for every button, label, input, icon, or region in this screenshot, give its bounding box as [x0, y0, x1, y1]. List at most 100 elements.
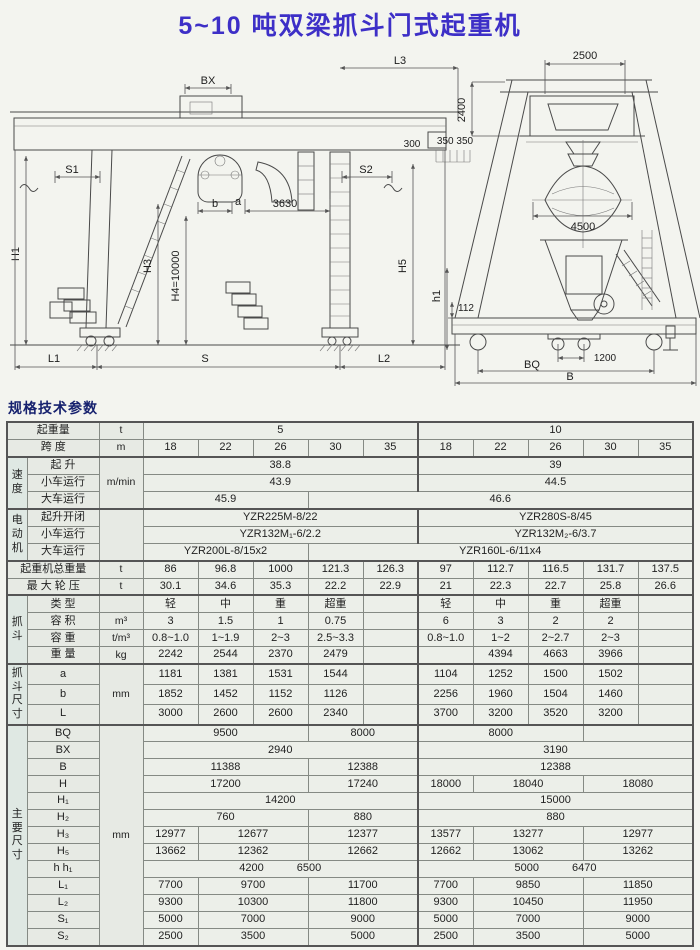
- value-cell: 22.9: [362, 577, 419, 596]
- unit-cell: m: [98, 438, 144, 458]
- value-cell: 轻: [417, 594, 474, 614]
- value-cell: 12662: [417, 843, 474, 861]
- value-cell: 2256: [417, 684, 474, 705]
- row-group-label: 主要尺寸: [6, 723, 28, 947]
- unit-cell: m/min: [98, 455, 144, 510]
- value-cell: 4663: [527, 646, 584, 665]
- dim-label-h3: H3: [142, 259, 154, 273]
- row-group-label: 电动机: [6, 507, 28, 562]
- side-view-dimensions: 2500 2400 4500 112 1200 BQ B: [448, 50, 697, 386]
- value-cell: 26: [527, 438, 584, 458]
- value-cell: [362, 703, 419, 726]
- value-cell: 1~2: [472, 629, 529, 648]
- value-cell: 2~2.7: [527, 629, 584, 648]
- unit-cell: mm: [98, 723, 144, 947]
- value-cell: YZR200L-8/15x2: [142, 542, 309, 562]
- value-cell: 2.5~3.3: [307, 629, 364, 648]
- dim-label-h5: H5: [397, 259, 409, 273]
- unit-cell: t: [98, 559, 144, 579]
- value-cell: 2242: [142, 646, 199, 665]
- value-cell: 3500: [197, 927, 309, 947]
- row-label: 小车运行: [26, 525, 100, 544]
- value-cell: 1381: [197, 663, 254, 686]
- value-cell: 5000: [142, 910, 199, 929]
- value-cell: 11800: [307, 893, 419, 912]
- dim-label-350: 350 350: [437, 136, 474, 147]
- row-label: H₂: [26, 809, 100, 828]
- value-cell: 14200: [142, 792, 419, 811]
- value-cell: [637, 629, 694, 648]
- value-cell: 1531: [252, 663, 309, 686]
- value-cell: 17240: [307, 775, 419, 794]
- value-cell: [362, 594, 419, 614]
- value-cell: 35.3: [252, 577, 309, 596]
- value-cell: 1544: [307, 663, 364, 686]
- row-label: S₂: [26, 927, 100, 947]
- value-cell: 25.8: [582, 577, 639, 596]
- value-cell: 中: [197, 594, 254, 614]
- dim-label-s: S: [201, 353, 208, 365]
- value-cell: 2940: [142, 741, 419, 760]
- row-group-label: 速度: [6, 455, 28, 510]
- value-cell: 9300: [417, 893, 474, 912]
- value-cell: [582, 723, 694, 743]
- row-label: H₅: [26, 843, 100, 861]
- value-cell: 12377: [307, 826, 419, 845]
- unit-cell: [98, 507, 144, 562]
- row-label: B: [26, 758, 100, 777]
- dim-label-h1-small: h1: [431, 290, 443, 302]
- row-label: 容 积: [26, 612, 100, 631]
- value-cell: 10300: [197, 893, 309, 912]
- row-label: 起 升: [26, 455, 100, 475]
- value-cell: 26: [252, 438, 309, 458]
- value-cell: 13277: [472, 826, 584, 845]
- row-label: H₁: [26, 792, 100, 811]
- value-cell: 18: [417, 438, 474, 458]
- page-title: 5~10 吨双梁抓斗门式起重机: [178, 12, 522, 40]
- unit-cell: mm: [98, 663, 144, 726]
- value-cell: 0.8~1.0: [417, 629, 474, 648]
- value-cell: 26.6: [637, 577, 694, 596]
- dim-label-2500: 2500: [573, 50, 597, 62]
- value-cell: 131.7: [582, 559, 639, 579]
- value-cell: 12977: [142, 826, 199, 845]
- value-cell: 2~3: [252, 629, 309, 648]
- value-cell: 12388: [307, 758, 419, 777]
- dim-label-bx: BX: [201, 75, 216, 87]
- value-cell: 1960: [472, 684, 529, 705]
- value-cell: 10450: [472, 893, 584, 912]
- row-label: 起重量: [6, 421, 100, 440]
- crane-front-view: [10, 95, 471, 352]
- value-cell: 1181: [142, 663, 199, 686]
- value-cell: [362, 663, 419, 686]
- value-cell: [637, 646, 694, 665]
- value-cell: YZR160L-6/11x4: [307, 542, 694, 562]
- value-cell: [362, 684, 419, 705]
- row-label: S₁: [26, 910, 100, 929]
- row-label: b: [26, 684, 100, 705]
- value-cell: [417, 646, 474, 665]
- value-cell: 30: [307, 438, 364, 458]
- value-cell: 44.5: [417, 473, 694, 492]
- row-label: h h₁: [26, 859, 100, 878]
- value-cell: 8000: [417, 723, 584, 743]
- value-cell: 2: [527, 612, 584, 631]
- value-cell: [637, 663, 694, 686]
- value-cell: 1104: [417, 663, 474, 686]
- dim-label-112: 112: [458, 303, 474, 314]
- row-group-label: 抓斗尺寸: [6, 663, 28, 726]
- value-cell: 137.5: [637, 559, 694, 579]
- value-cell: 17200: [142, 775, 309, 794]
- value-cell: 3966: [582, 646, 639, 665]
- value-cell: 116.5: [527, 559, 584, 579]
- value-cell: 30.1: [142, 577, 199, 596]
- value-cell: [362, 646, 419, 665]
